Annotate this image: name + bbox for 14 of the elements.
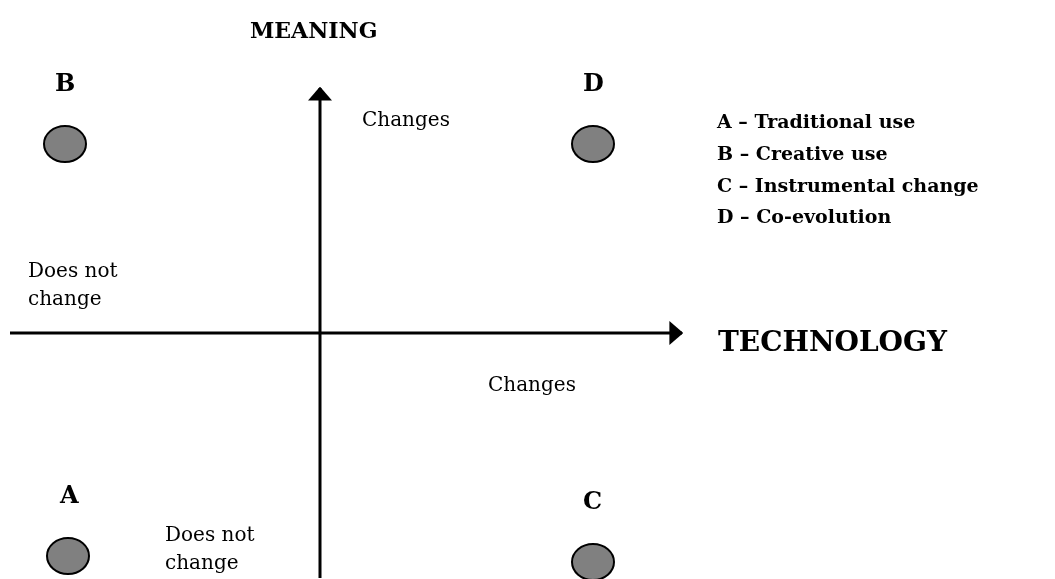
axis-value-label: Changes [488,371,576,398]
quadrant-letter: C [583,486,603,515]
quadrant-letter: D [583,68,604,97]
key-entry: D – Co-evolution [717,204,892,229]
axis-value-label: Changes [362,106,450,133]
quadrant-letter: B [55,68,76,97]
key-entry: A – Traditional use [717,109,916,134]
axis-value-label: Does not change [28,257,119,312]
axis-title: MEANING [250,16,378,45]
axis-value-label: Does not change [165,521,256,576]
axis-title: TECHNOLOGY [718,324,947,360]
key-entry: B – Creative use [717,141,888,166]
key-entry: C – Instrumental change [717,173,979,198]
quadrant-letter: A [60,480,79,509]
